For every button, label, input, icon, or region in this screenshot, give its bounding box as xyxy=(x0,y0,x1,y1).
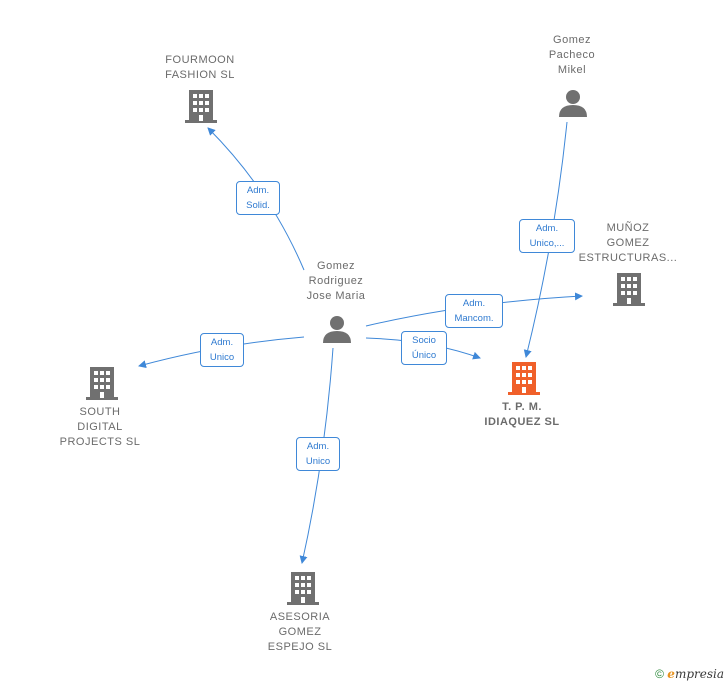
node-label-gomez-rodriguez[interactable]: Gomez Rodriguez Jose Maria xyxy=(306,260,366,302)
footer-brand: © empresia xyxy=(655,667,724,681)
node-label-asesoria[interactable]: ASESORIA GOMEZ ESPEJO SL xyxy=(267,611,333,653)
node-label-tpm[interactable]: T. P. M. IDIAQUEZ SL xyxy=(484,401,560,428)
edge-label-adm-unico-pacheco[interactable]: Adm. Unico,... xyxy=(519,219,575,253)
building-icon-tpm xyxy=(508,362,540,395)
node-label-south[interactable]: SOUTH DIGITAL PROJECTS SL xyxy=(59,406,141,448)
person-icon-gomez-rodriguez xyxy=(323,316,351,343)
person-icon-gomez-pacheco xyxy=(559,90,587,117)
brand-logo: empresia xyxy=(667,667,724,681)
edge-label-adm-unico-south[interactable]: Adm. Unico xyxy=(200,333,244,367)
edge-label-adm-unico-asesoria[interactable]: Adm. Unico xyxy=(296,437,340,471)
building-icon-south xyxy=(86,367,118,400)
edge-label-socio-unico[interactable]: Socio Único xyxy=(401,331,447,365)
copyright-icon: © xyxy=(655,667,664,681)
building-icon-asesoria xyxy=(287,572,319,605)
building-icon-munoz xyxy=(613,273,645,306)
edge-label-adm-solid[interactable]: Adm. Solid. xyxy=(236,181,280,215)
node-label-munoz[interactable]: MUÑOZ GOMEZ ESTRUCTURAS... xyxy=(578,222,678,264)
edge-label-adm-mancom[interactable]: Adm. Mancom. xyxy=(445,294,503,328)
building-icon-fourmoon xyxy=(185,90,217,123)
node-label-fourmoon[interactable]: FOURMOON FASHION SL xyxy=(165,54,235,81)
node-label-gomez-pacheco[interactable]: Gomez Pacheco Mikel xyxy=(548,34,596,76)
